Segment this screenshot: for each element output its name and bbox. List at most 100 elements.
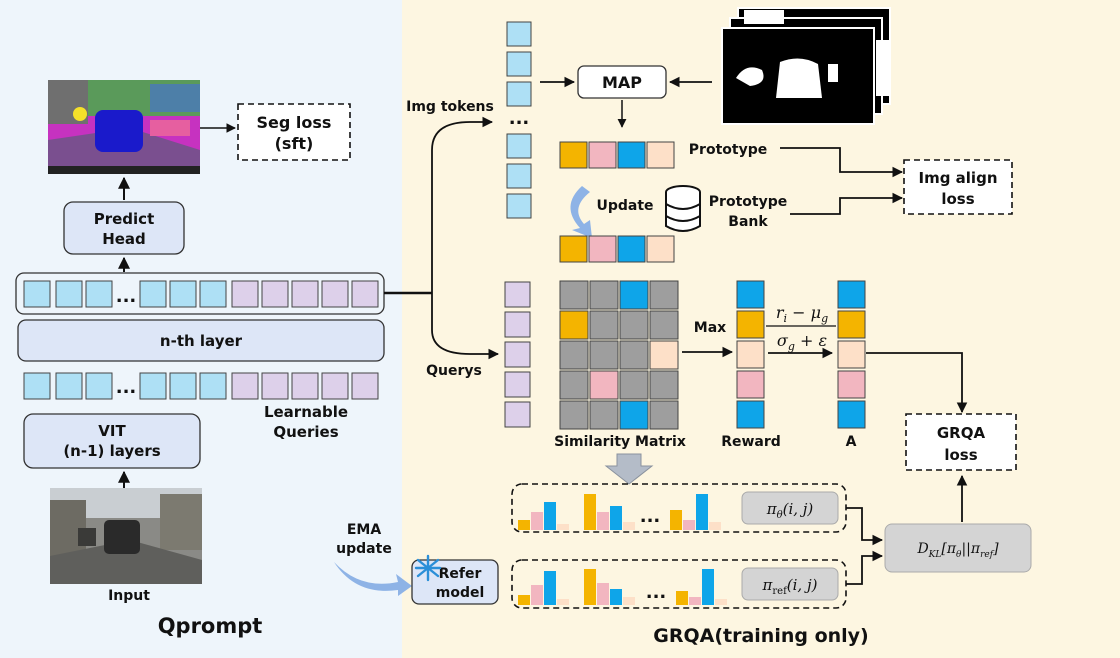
pi-ref-label: πref(i, j) <box>762 576 818 597</box>
map-label: MAP <box>602 73 642 92</box>
distribution-bar <box>683 520 695 530</box>
distribution-bar <box>584 494 596 530</box>
image-token <box>85 372 113 400</box>
kl-divergence-box <box>884 523 1032 573</box>
grqa-title: GRQA(training only) <box>653 625 869 647</box>
img-align-line2: loss <box>941 190 974 208</box>
distribution-bar <box>597 583 609 605</box>
similarity-cell <box>649 310 679 340</box>
query-token <box>504 311 531 338</box>
distribution-bar <box>623 597 635 605</box>
query-token <box>261 280 289 308</box>
image-token <box>55 372 83 400</box>
image-token <box>506 193 532 219</box>
ema-line1: EMA <box>347 522 381 538</box>
vit-box <box>23 413 201 469</box>
reward-cell <box>736 280 765 309</box>
ema-arrow-icon <box>334 562 412 596</box>
distribution-bar <box>557 524 569 530</box>
max-label: Max <box>694 320 726 336</box>
img-token-column <box>506 21 532 219</box>
advantage-cell <box>837 370 866 399</box>
similarity-cell <box>559 400 589 430</box>
grqa-loss-box <box>905 413 1017 471</box>
similarity-matrix-label: Similarity Matrix <box>554 434 686 450</box>
snowflake-icon <box>414 554 442 582</box>
image-token <box>139 372 167 400</box>
query-column <box>504 281 531 428</box>
image-token <box>199 280 227 308</box>
policy-theta-ellipsis: ... <box>640 506 661 527</box>
similarity-cell <box>559 370 589 400</box>
query-token <box>504 341 531 368</box>
image-token <box>506 163 532 189</box>
query-token <box>231 280 259 308</box>
query-token <box>504 371 531 398</box>
reward-label: Reward <box>721 434 781 450</box>
svg-text:ri − μg: ri − μg <box>776 303 828 325</box>
policy-ref-bars <box>518 569 727 605</box>
advantage-column <box>837 280 866 429</box>
grqa-loss-line1: GRQA <box>937 424 986 442</box>
reward-cell <box>736 370 765 399</box>
seg-loss-box <box>237 103 351 161</box>
img-align-line1: Img align <box>919 169 998 187</box>
query-token <box>291 280 319 308</box>
arrow-to-img-tokens <box>431 116 494 293</box>
image-token <box>85 280 113 308</box>
image-token <box>506 81 532 107</box>
similarity-cell <box>589 370 619 400</box>
prototype-cell <box>646 141 675 169</box>
predict-head-line1: Predict <box>94 210 155 228</box>
refer-model-line1: Refer <box>439 566 482 582</box>
kl-divergence-label: DKL[πθ||πref] <box>916 541 999 560</box>
querys-label: Querys <box>426 363 482 379</box>
policy-theta-bars <box>518 494 721 530</box>
similarity-cell <box>649 400 679 430</box>
prototype-bank-line2: Bank <box>728 214 768 230</box>
input-tokens <box>23 372 379 400</box>
bank-cell <box>588 235 617 263</box>
nth-layer-box <box>17 319 385 362</box>
similarity-cell <box>589 400 619 430</box>
mask-images <box>721 7 891 125</box>
input-street-image <box>50 488 202 584</box>
similarity-cell <box>559 310 589 340</box>
svg-text:σg + ε: σg + ε <box>777 331 827 353</box>
pi-theta-box <box>741 491 839 525</box>
segmentation-output-image <box>48 80 200 174</box>
image-token <box>23 372 51 400</box>
distribution-bar <box>518 595 530 605</box>
nth-layer-label: n-th layer <box>160 332 243 350</box>
vit-line2: (n-1) layers <box>63 442 160 460</box>
distribution-bar <box>610 589 622 605</box>
img-align-loss-box <box>903 159 1013 215</box>
arrow-bank-to-align <box>790 192 904 215</box>
similarity-cell <box>619 370 649 400</box>
image-token <box>169 372 197 400</box>
learnable-queries-line1: Learnable <box>264 403 348 421</box>
advantage-label: A <box>846 434 857 450</box>
update-label: Update <box>596 198 653 214</box>
predict-head-box <box>63 201 185 255</box>
distribution-bar <box>531 512 543 530</box>
img-token-ellipsis: ... <box>509 108 530 129</box>
prototype-bank-row <box>559 235 675 263</box>
distribution-bar <box>610 506 622 530</box>
distribution-bar <box>709 522 721 530</box>
similarity-cell <box>649 340 679 370</box>
distribution-bar <box>702 569 714 605</box>
seg-loss-line1: Seg loss <box>257 113 332 132</box>
distribution-bar <box>715 599 727 605</box>
arrow-to-querys <box>431 293 500 360</box>
similarity-cell <box>589 340 619 370</box>
bank-cell <box>646 235 675 263</box>
image-token <box>139 280 167 308</box>
distribution-bar <box>696 494 708 530</box>
prototype-label: Prototype <box>689 142 767 158</box>
reward-cell <box>736 400 765 429</box>
arrow-advantage-to-grqa <box>866 352 968 414</box>
distribution-bar <box>689 597 701 605</box>
